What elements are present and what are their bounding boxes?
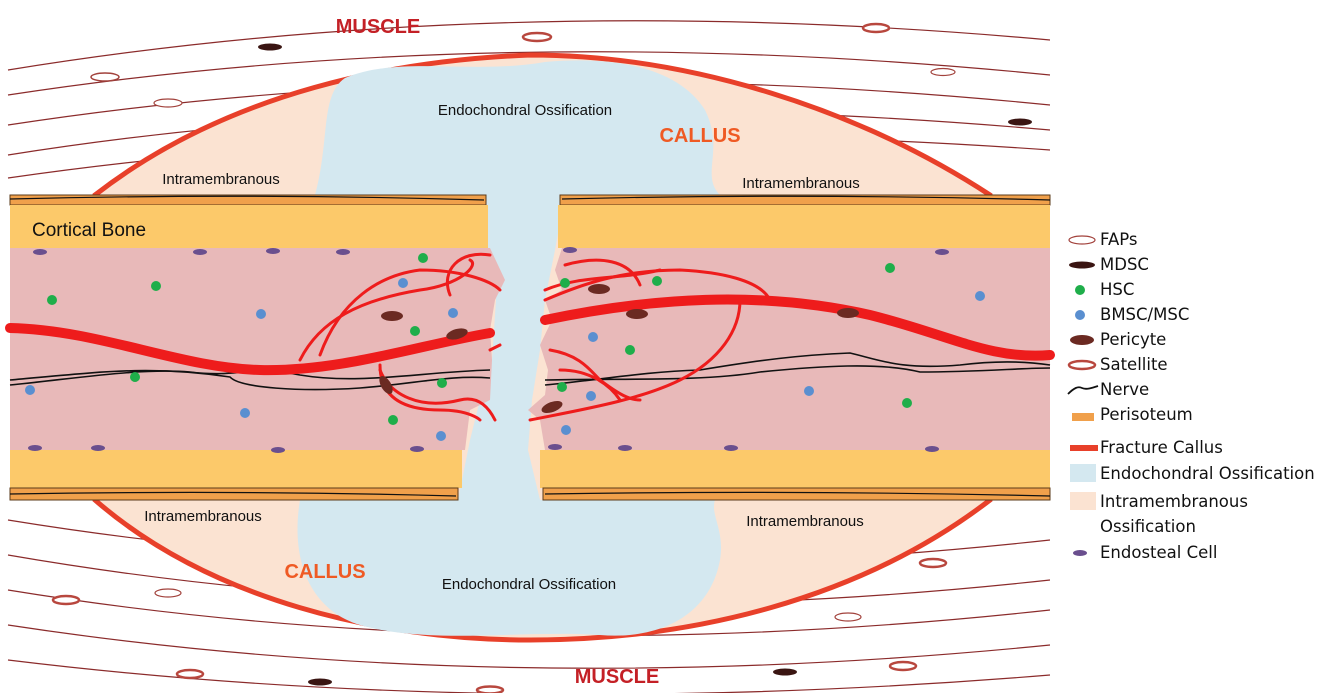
- fap-icon: [1064, 228, 1100, 248]
- callus-label-bottom: CALLUS: [284, 561, 365, 583]
- satellite-cell: [920, 559, 946, 567]
- callus-label-top: CALLUS: [659, 125, 740, 147]
- muscle-label-top: MUSCLE: [336, 16, 420, 38]
- legend-label: BMSC/MSC: [1100, 303, 1189, 327]
- legend-label: Satellite: [1100, 353, 1168, 377]
- legend-label: Perisoteum: [1100, 403, 1193, 427]
- mdsc-icon: [1064, 253, 1100, 273]
- legend-item-pericyte: Pericyte: [1064, 328, 1166, 352]
- legend-label: Pericyte: [1100, 328, 1166, 352]
- legend-item-nerve: Nerve: [1064, 378, 1149, 402]
- pericyte-icon: [1064, 328, 1100, 348]
- fap-cell: [931, 69, 955, 76]
- legend-label: Intramembranous: [1100, 490, 1248, 514]
- satellite-cell: [477, 687, 503, 693]
- satellite-cell: [177, 670, 203, 678]
- mdsc-cell: [258, 44, 282, 51]
- legend-spacer: [1064, 515, 1100, 535]
- fap-cell: [91, 73, 119, 81]
- endochondral-label-bottom: Endochondral Ossification: [442, 576, 616, 593]
- endochondral-label-top: Endochondral Ossification: [438, 102, 612, 119]
- bmsc-icon: [1064, 303, 1100, 323]
- satellite-cell: [53, 596, 79, 604]
- legend-item-faps: FAPs: [1064, 228, 1138, 252]
- satellite-icon: [1064, 353, 1100, 373]
- satellite-cell: [890, 662, 916, 670]
- endosteal-cell-icon: [1064, 541, 1100, 561]
- legend-label: MDSC: [1100, 253, 1149, 277]
- satellite-cell: [863, 24, 889, 32]
- intramembranous-icon: [1064, 490, 1100, 510]
- legend-label: Endochondral Ossification: [1100, 462, 1315, 486]
- legend-item-endosteal-cell: Endosteal Cell: [1064, 541, 1217, 565]
- nerve-icon: [1064, 378, 1100, 398]
- satellite-cell: [523, 33, 551, 41]
- legend-label: Endosteal Cell: [1100, 541, 1217, 565]
- legend-label: FAPs: [1100, 228, 1138, 252]
- mdsc-cell: [773, 669, 797, 676]
- mdsc-cell: [308, 679, 332, 686]
- legend-item-satellite: Satellite: [1064, 353, 1168, 377]
- intramembranous-label-top-left: Intramembranous: [162, 171, 280, 188]
- legend-item-mdsc: MDSC: [1064, 253, 1149, 277]
- legend-label: Fracture Callus: [1100, 436, 1223, 460]
- muscle-label-bottom: MUSCLE: [575, 666, 659, 688]
- intramembranous-label-bottom-left: Intramembranous: [144, 508, 262, 525]
- legend-item-bmsc: BMSC/MSC: [1064, 303, 1189, 327]
- intramembranous-label-bottom-right: Intramembranous: [746, 513, 864, 530]
- fap-cell: [835, 613, 861, 621]
- legend-item-intramembranous: Intramembranous: [1064, 490, 1248, 514]
- legend-item-hsc: HSC: [1064, 278, 1134, 302]
- hsc-icon: [1064, 278, 1100, 298]
- fap-cell: [155, 589, 181, 597]
- mdsc-cell: [1008, 119, 1032, 126]
- legend-item-intramembranous-cont: Ossification: [1064, 515, 1196, 539]
- legend-item-fracture-callus: Fracture Callus: [1064, 436, 1223, 460]
- legend-label: Nerve: [1100, 378, 1149, 402]
- fracture-callus-icon: [1064, 436, 1100, 456]
- periosteum-icon: [1064, 403, 1100, 423]
- fap-cell: [154, 99, 182, 107]
- intramembranous-label-top-right: Intramembranous: [742, 175, 860, 192]
- legend-item-periosteum: Perisoteum: [1064, 403, 1193, 427]
- legend-label: HSC: [1100, 278, 1134, 302]
- cortical-bone-label: Cortical Bone: [32, 220, 146, 241]
- legend-item-endochondral: Endochondral Ossification: [1064, 462, 1315, 486]
- endochondral-icon: [1064, 462, 1100, 482]
- legend-label: Ossification: [1100, 515, 1196, 539]
